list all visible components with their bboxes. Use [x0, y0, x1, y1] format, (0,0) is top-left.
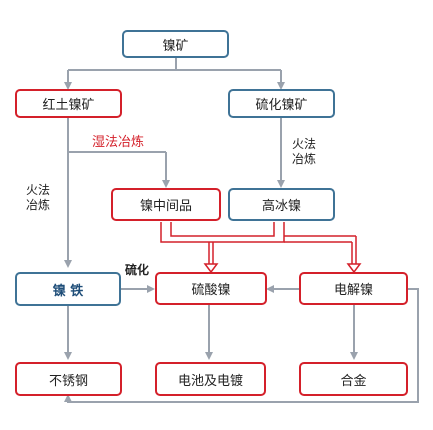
label-pyro-right-line1: 火法: [292, 137, 317, 151]
node-ferronickel: 镍 铁: [15, 272, 121, 306]
node-batteries-plating: 电池及电镀: [155, 362, 266, 396]
label-pyro-left: 火法 冶炼: [26, 183, 50, 213]
node-laterite-ore: 红土镍矿: [15, 89, 122, 118]
node-nickel-ore: 镍矿: [122, 30, 229, 58]
node-laterite-ore-label: 红土镍矿: [42, 98, 95, 113]
node-stainless-steel-label: 不锈钢: [48, 373, 88, 389]
node-alloy: 合金: [299, 362, 408, 396]
node-nickel-intermediate: 镍中间品: [111, 188, 221, 221]
node-ferronickel-label: 镍 铁: [52, 283, 84, 299]
red-flow-to-electrolytic: [284, 235, 362, 274]
node-batteries-plating-label: 电池及电镀: [177, 373, 243, 389]
node-nickel-sulfate-label: 硫酸镍: [191, 283, 231, 298]
node-nickel-intermediate-label: 镍中间品: [139, 199, 192, 214]
label-hydro-metallurgy: 湿法冶炼: [92, 135, 145, 150]
red-flow-to-sulfate: [160, 222, 285, 274]
node-electrolytic-nickel: 电解镍: [299, 272, 408, 305]
node-nickel-sulfate: 硫酸镍: [155, 272, 267, 305]
edge-electrolytic-stainless-loop: [64, 288, 419, 403]
node-nickel-ore-label: 镍矿: [162, 38, 189, 54]
label-pyro-right-line2: 冶炼: [292, 152, 317, 166]
label-sulfurization: 硫化: [125, 263, 150, 277]
label-pyro-right: 火法 冶炼: [292, 137, 316, 167]
node-sulfide-ore-label: 硫化镍矿: [255, 98, 308, 113]
node-high-grade-matte-label: 高冰镍: [261, 199, 301, 214]
node-sulfide-ore: 硫化镍矿: [228, 89, 335, 118]
node-stainless-steel: 不锈钢: [15, 362, 122, 396]
node-alloy-label: 合金: [340, 373, 367, 389]
node-high-grade-matte: 高冰镍: [228, 188, 335, 221]
label-pyro-left-line2: 冶炼: [26, 198, 51, 212]
label-pyro-left-line1: 火法: [26, 183, 51, 197]
node-electrolytic-nickel-label: 电解镍: [333, 283, 373, 298]
